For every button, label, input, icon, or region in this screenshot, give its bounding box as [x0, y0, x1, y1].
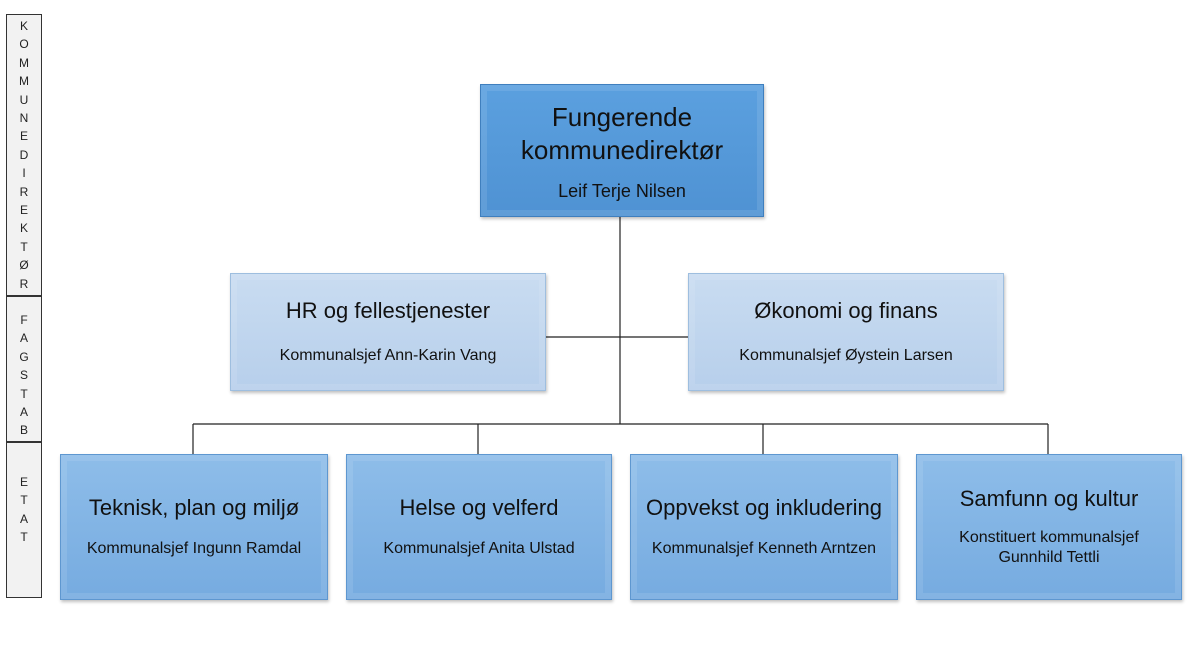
level-letter: A	[19, 511, 28, 526]
level-letter: R	[19, 184, 29, 199]
level-letter: T	[20, 530, 28, 545]
department-box-helse: Helse og velferd Kommunalsjef Anita Ulst…	[346, 454, 612, 600]
level-letter: Ø	[19, 258, 29, 273]
level-letter: M	[19, 55, 29, 70]
department-person: Kommunalsjef Anita Ulstad	[383, 540, 575, 557]
department-person-line1: Konstituert kommunalsjef	[959, 529, 1139, 546]
staff-box-hr: HR og fellestjenester Kommunalsjef Ann-K…	[230, 273, 546, 391]
level-letter: M	[19, 74, 29, 89]
level-letter: E	[19, 203, 28, 218]
department-box-samfunn: Samfunn og kultur Konstituert kommunalsj…	[916, 454, 1182, 600]
department-person: Kommunalsjef Ingunn Ramdal	[86, 540, 302, 557]
level-label-etat: E T A T	[6, 442, 42, 598]
level-letter: D	[19, 147, 29, 162]
level-letter: E	[19, 129, 28, 144]
level-letter: T	[20, 493, 28, 508]
department-person: Kommunalsjef Kenneth Arntzen	[651, 540, 877, 557]
department-person-line2: Gunnhild Tettli	[998, 549, 1100, 566]
level-letter: S	[19, 368, 28, 383]
level-letter: I	[22, 166, 26, 181]
staff-title: HR og fellestjenester	[285, 298, 491, 323]
level-letter: B	[19, 423, 28, 438]
level-letter: T	[20, 239, 28, 254]
level-letter: A	[19, 331, 28, 346]
level-letter: U	[19, 92, 29, 107]
staff-box-okonomi: Økonomi og finans Kommunalsjef Øystein L…	[688, 273, 1004, 391]
level-letter: F	[20, 313, 28, 327]
director-title-line2: kommunedirektør	[520, 134, 724, 165]
director-title-line1: Fungerende	[551, 101, 693, 132]
department-title: Samfunn og kultur	[959, 486, 1139, 511]
department-box-oppvekst: Oppvekst og inkludering Kommunalsjef Ken…	[630, 454, 898, 600]
level-label-fagstab: F A G S T A B	[6, 296, 42, 442]
level-letter: K	[19, 18, 28, 33]
level-letter: G	[19, 349, 29, 364]
level-letter: K	[19, 221, 28, 236]
level-letter: N	[19, 110, 29, 125]
level-letter: T	[20, 386, 28, 401]
staff-person: Kommunalsjef Ann-Karin Vang	[279, 347, 497, 364]
level-label-kommunedirektor: K O M M U N E D I R E K T Ø R	[6, 14, 42, 296]
department-title: Teknisk, plan og miljø	[88, 495, 300, 520]
level-letter: R	[19, 276, 29, 291]
department-title: Oppvekst og inkludering	[645, 495, 883, 520]
director-box: Fungerende kommunedirektør Leif Terje Ni…	[480, 84, 764, 217]
director-person: Leif Terje Nilsen	[558, 180, 686, 201]
level-letter: A	[19, 405, 28, 420]
staff-person: Kommunalsjef Øystein Larsen	[739, 347, 953, 364]
level-letter: O	[19, 37, 29, 52]
department-title: Helse og velferd	[399, 495, 559, 520]
level-letter: E	[19, 475, 28, 489]
department-box-teknisk: Teknisk, plan og miljø Kommunalsjef Ingu…	[60, 454, 328, 600]
staff-title: Økonomi og finans	[754, 298, 938, 323]
